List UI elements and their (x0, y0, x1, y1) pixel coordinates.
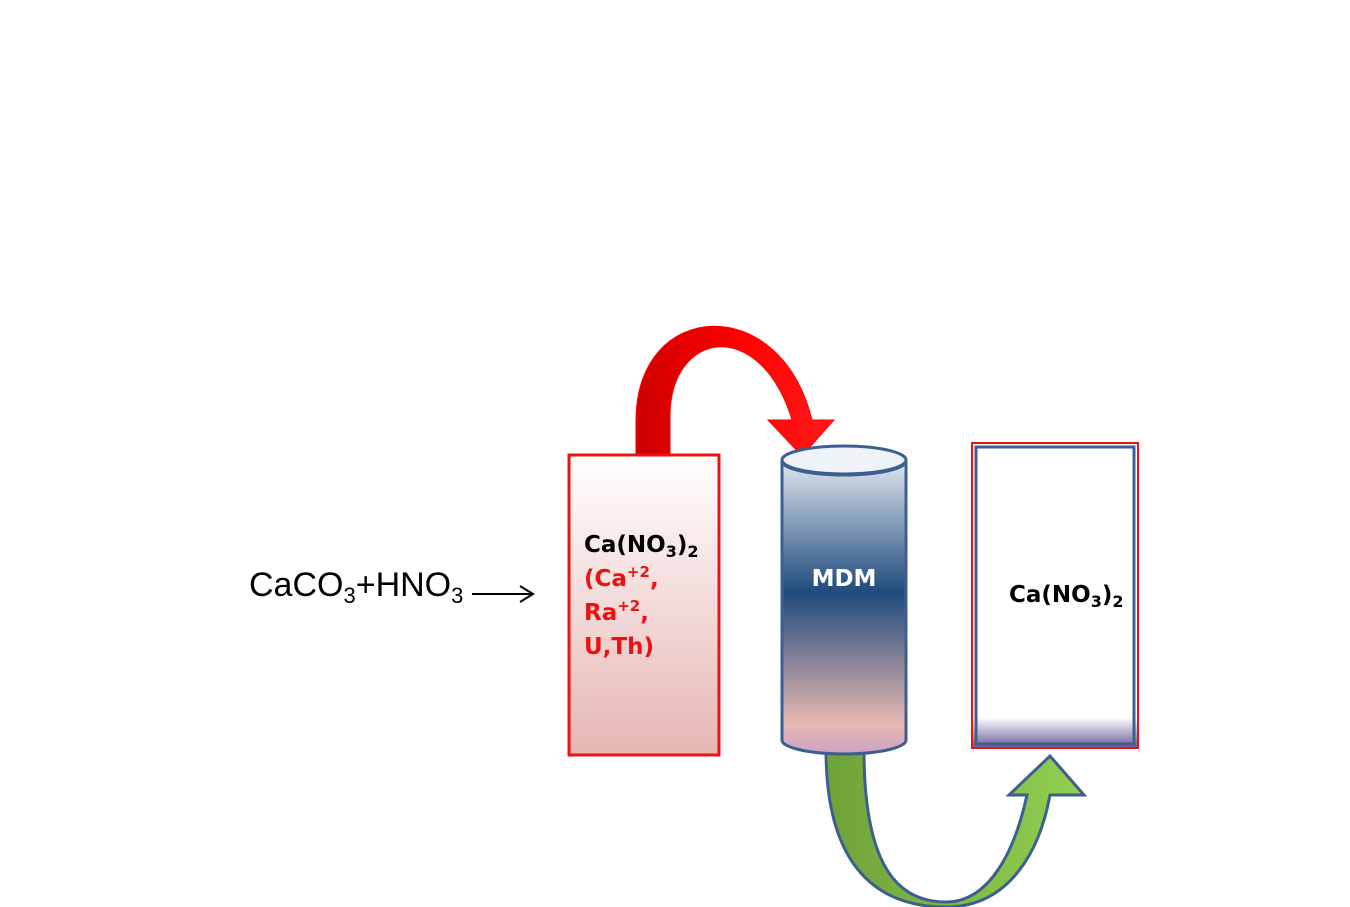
feed-compound: Ca(NO3)2 (584, 532, 699, 561)
product-tank-outer (971, 442, 1139, 749)
feed-impurity-ra: Ra+2, (584, 597, 649, 627)
mdm-column-body (780, 460, 908, 756)
product-tank-label: Ca(NO3)2 (1009, 582, 1124, 611)
feed-tank (567, 453, 721, 757)
mdm-column-label: MDM (811, 566, 877, 592)
feed-tank-label: Ca(NO3)2 (Ca+2, Ra+2, U,Th) (584, 528, 699, 664)
mdm-column-top (780, 444, 908, 476)
green-arrow-to-product (824, 748, 1088, 907)
reaction-arrow-head (519, 585, 535, 603)
feed-impurity-ca: (Ca+2, (584, 563, 659, 593)
product-tank-inner (974, 445, 1136, 746)
reaction-equation: CaCO3+HNO3 (249, 566, 464, 608)
feed-impurity-u-th: U,Th) (584, 634, 654, 660)
red-arrow-to-column (635, 325, 836, 457)
